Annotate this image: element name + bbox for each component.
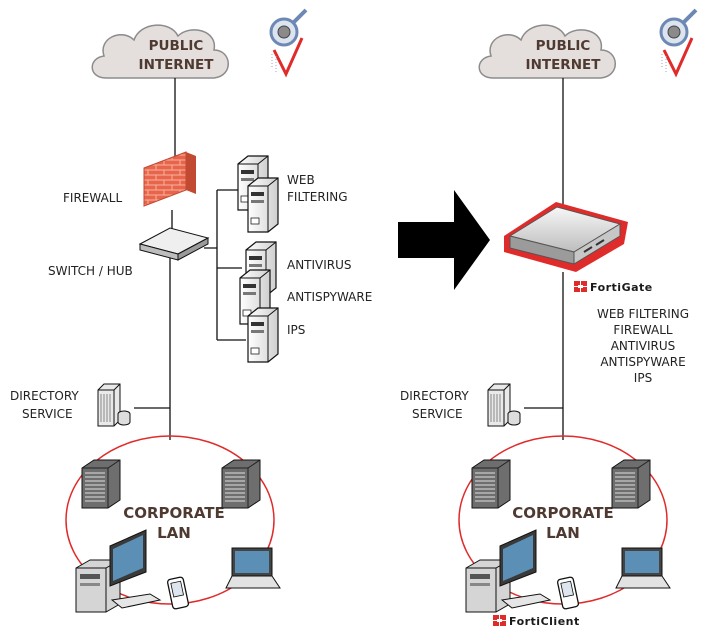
left-directory-line2: SERVICE [22, 407, 73, 421]
feature-antispyware: ANTISPYWARE [600, 355, 685, 369]
feature-antivirus: ANTIVIRUS [611, 339, 676, 353]
feature-ips: IPS [634, 371, 652, 385]
forticlient-brand: FortiClient [509, 615, 580, 628]
right-lan-line2: LAN [546, 524, 580, 542]
server-icon [247, 307, 279, 363]
firewall-icon [143, 151, 196, 207]
directory-server-icon [97, 383, 131, 427]
laptop-icon [615, 547, 671, 589]
laptop-icon [225, 547, 281, 589]
right-cloud-line1: PUBLIC [536, 38, 591, 54]
left-lan-line2: LAN [157, 524, 191, 542]
security-servers-bus [204, 189, 246, 341]
server-icon [81, 459, 121, 509]
fortigate-brand: FortiGate [590, 281, 653, 294]
left-cloud-line2: INTERNET [139, 57, 215, 73]
fortigate-appliance-icon [504, 202, 628, 272]
right-lan-line1: CORPORATE [512, 504, 614, 522]
magnifier-icon [269, 8, 308, 76]
web-filtering-line2: FILTERING [287, 190, 348, 204]
magnifier-icon [659, 8, 698, 76]
server-icon [247, 177, 279, 233]
feature-web-filtering: WEB FILTERING [597, 307, 689, 321]
web-filtering-line1: WEB [287, 173, 315, 187]
left-directory-line1: DIRECTORY [10, 389, 79, 403]
switch-icon [138, 227, 210, 261]
right-cloud-line2: INTERNET [526, 57, 602, 73]
migration-arrow [398, 190, 490, 290]
lan-ring [65, 435, 275, 605]
antispyware-label: ANTISPYWARE [287, 290, 372, 304]
server-icon [611, 459, 651, 509]
ips-label: IPS [287, 323, 305, 337]
desktop-pc-icon [465, 529, 551, 613]
right-directory-line1: DIRECTORY [400, 389, 469, 403]
firewall-label: FIREWALL [63, 191, 122, 205]
antivirus-label: ANTIVIRUS [287, 258, 352, 272]
server-icon [471, 459, 511, 509]
desktop-pc-icon [75, 529, 161, 613]
left-cloud-line1: PUBLIC [149, 38, 204, 54]
server-icon [221, 459, 261, 509]
left-lan-line1: CORPORATE [123, 504, 225, 522]
feature-firewall: FIREWALL [613, 323, 672, 337]
switch-label: SWITCH / HUB [48, 264, 133, 278]
directory-server-icon [487, 383, 521, 427]
right-network: PUBLIC INTERNET FortiGate WEB FILTERING … [400, 8, 698, 628]
left-network: PUBLIC INTERNET FIREWALL SWITCH / HUB WE… [10, 8, 372, 613]
fortinet-logo-icon [493, 615, 506, 626]
fortinet-logo-icon [574, 281, 587, 292]
right-directory-line2: SERVICE [412, 407, 463, 421]
